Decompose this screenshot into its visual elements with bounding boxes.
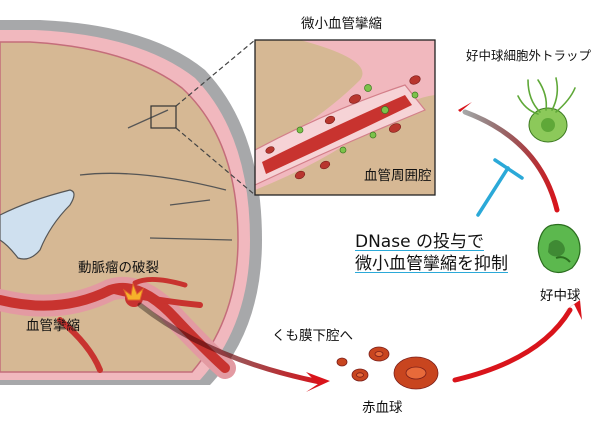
to-subarachnoid-label: くも膜下腔へ [272, 328, 353, 344]
sulci [79, 109, 233, 241]
aneurysm-rupture-label: 動脈瘤の破裂 [78, 260, 159, 276]
aneurysm-burst-icon [122, 282, 144, 307]
brain-tissue [0, 41, 239, 373]
ventricle [0, 189, 75, 260]
net-label: 好中球細胞外トラップ [466, 48, 592, 63]
arrow-neutrophil-to-net [462, 109, 560, 213]
dnase-label-1: DNase の投与で [355, 232, 484, 252]
rbc-label: 赤血球 [362, 400, 403, 416]
arrow-rbc-to-neutrophil [452, 307, 573, 383]
zoom-indicator [150, 39, 256, 196]
inset-title: 微小血管攣縮 [301, 16, 382, 32]
inset-panel [254, 39, 436, 196]
neutrophil-icon [537, 223, 581, 274]
neutrophil-label: 好中球 [540, 288, 581, 304]
vasospasm-label: 血管攣縮 [26, 318, 80, 334]
arrow-to-subarachnoid [137, 302, 323, 385]
rbc-icon [336, 346, 439, 390]
perivascular-space-label: 血管周囲腔 [364, 168, 432, 184]
inhibition-icon [476, 158, 524, 217]
dnase-label-2: 微小血管攣縮を抑制 [355, 254, 508, 274]
brain-section [0, 20, 262, 385]
flow-arrows [137, 102, 582, 392]
net-icon [517, 77, 576, 143]
